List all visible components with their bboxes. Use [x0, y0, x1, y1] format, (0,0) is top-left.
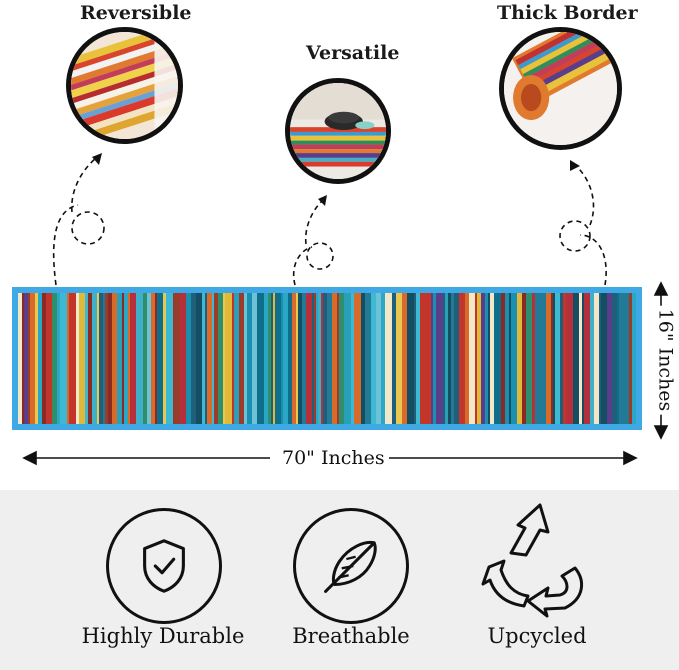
- feather-icon: [324, 540, 377, 593]
- feature-title-thick-border: Thick Border: [497, 2, 638, 24]
- breathable-badge: [293, 508, 409, 624]
- upcycled-label: Upcycled: [487, 624, 587, 648]
- shield-check-icon: [143, 539, 185, 593]
- durable-badge: [106, 508, 222, 624]
- versatile-photo: [285, 78, 391, 184]
- durable-label: Highly Durable: [81, 624, 245, 648]
- breathable-label: Breathable: [292, 624, 410, 648]
- feature-title-versatile: Versatile: [306, 42, 400, 64]
- feature-title-reversible: Reversible: [80, 2, 192, 24]
- height-label: 16" Inches: [654, 305, 677, 415]
- rug-runner-stripes: [18, 293, 636, 424]
- reversible-photo: [66, 27, 183, 144]
- rug-runner-image: [12, 287, 642, 430]
- thick-border-photo: [499, 27, 622, 150]
- width-label: 70" Inches: [278, 447, 389, 469]
